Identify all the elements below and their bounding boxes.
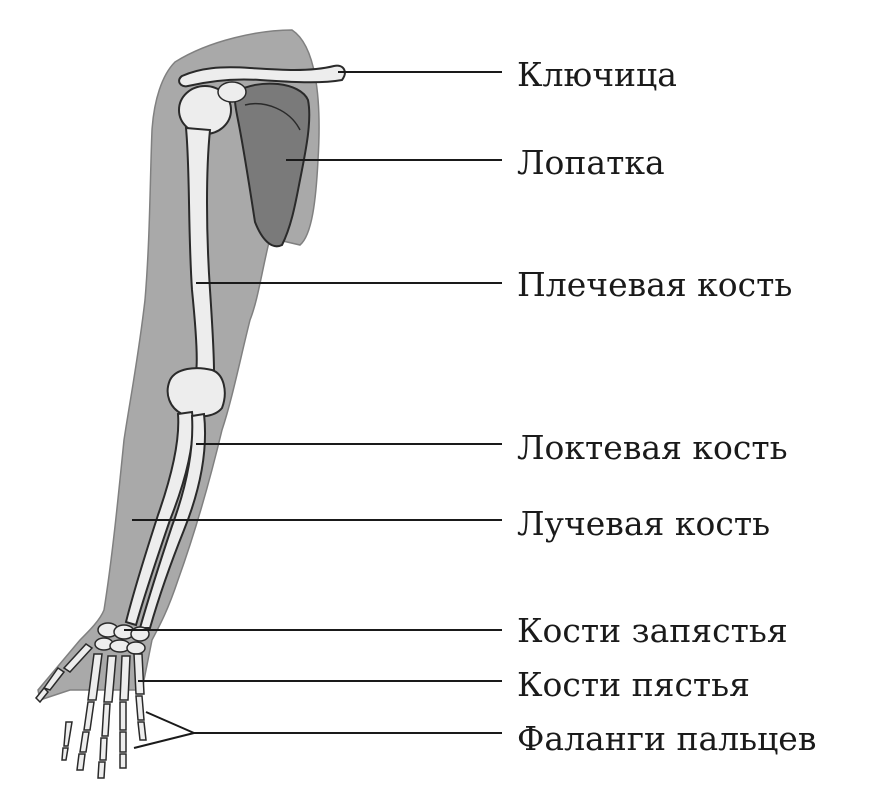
label-carpals: Кости запястья [517, 611, 788, 650]
label-scapula: Лопатка [517, 143, 665, 182]
label-clavicle: Ключица [517, 55, 677, 94]
carpal-bones [94, 622, 150, 655]
scapula-spine [244, 103, 301, 131]
clavicle-bone [178, 64, 346, 88]
scapula-bone [233, 82, 311, 248]
phalanges-bones [34, 666, 147, 779]
elbow-joint [166, 367, 226, 418]
label-humerus: Плечевая кость [517, 265, 793, 304]
metacarpal-bones [62, 643, 145, 703]
label-radius: Лучевая кость [517, 504, 771, 543]
leader-lines [124, 71, 502, 749]
ulna-bone [124, 410, 194, 627]
label-phalanges: Фаланги пальцев [517, 719, 817, 758]
label-ulna: Локтевая кость [517, 428, 788, 467]
leader-line-phalanges-branch-1 [145, 711, 195, 734]
acromion [217, 81, 247, 103]
label-metacarpals: Кости пястья [517, 665, 750, 704]
leader-line-phalanges-branch-2 [133, 732, 195, 749]
